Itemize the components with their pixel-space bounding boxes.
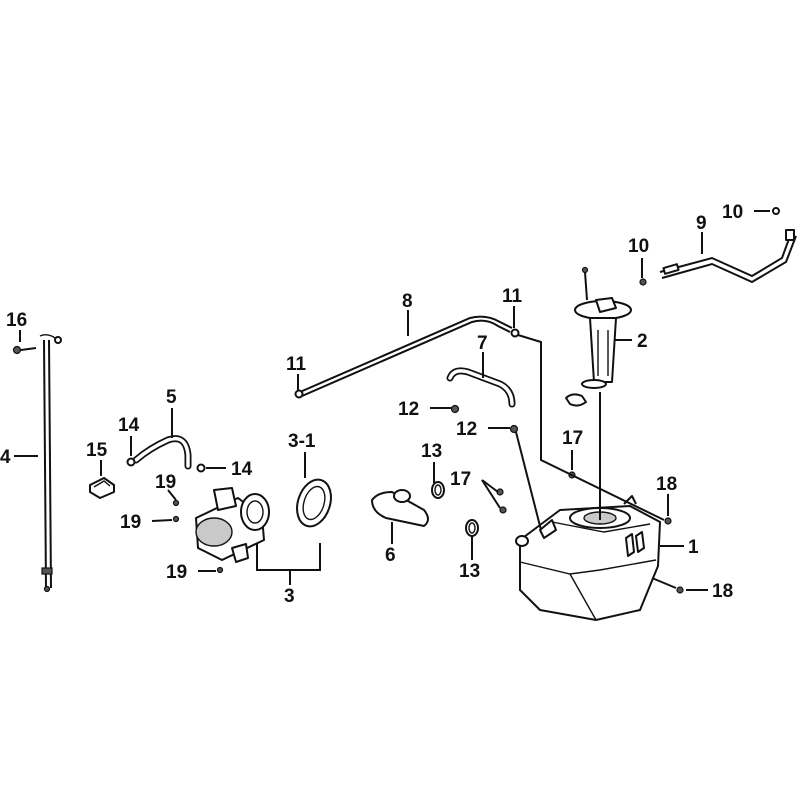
part-15-bracket: [89, 477, 115, 499]
callout-8: 8: [402, 291, 413, 312]
callout-10-right: 10: [722, 202, 743, 223]
leader-lines: [14, 210, 770, 591]
callout-16: 16: [6, 310, 27, 331]
callout-15: 15: [86, 440, 108, 461]
callout-5: 5: [166, 387, 177, 408]
callout-11-top: 11: [502, 286, 523, 307]
part-1-fuel-tank: [515, 495, 661, 621]
part-9-fuel-line: [659, 229, 797, 284]
callout-12-lower: 12: [456, 419, 477, 440]
callout-4: 4: [0, 447, 11, 468]
callout-19-bottom: 19: [166, 562, 187, 583]
part-2-fuel-sender: [565, 266, 632, 407]
part-3-bracket-line: [256, 543, 321, 571]
callout-18-upper: 18: [656, 474, 677, 495]
callout-18-lower: 18: [712, 581, 733, 602]
callout-19-mid: 19: [120, 512, 141, 533]
callout-19-top: 19: [155, 472, 176, 493]
part-18-bolts: [664, 517, 684, 594]
part-6-hose: [371, 489, 429, 527]
part-12-clips: [450, 404, 519, 434]
callout-3: 3: [284, 586, 295, 607]
callout-13-upper: 13: [421, 441, 442, 462]
callout-13-lower: 13: [459, 561, 480, 582]
part-7-tube: [446, 367, 516, 408]
part-3-fuel-pump: [172, 487, 270, 574]
callout-7: 7: [477, 333, 488, 354]
callout-17-right: 17: [562, 428, 583, 449]
part-5-pipe: [132, 435, 192, 470]
part-8-pipe: [294, 315, 513, 399]
callout-9: 9: [696, 213, 707, 234]
part-10-clips: [639, 207, 780, 286]
part-3-1-gasket: [296, 478, 332, 528]
callout-14-lower: 14: [231, 459, 253, 480]
part-11-clip: [510, 328, 520, 338]
callout-1: 1: [688, 537, 699, 558]
part-14-clips: [126, 457, 206, 473]
part-16-screw: [12, 345, 37, 355]
callout-3-1: 3-1: [288, 431, 316, 452]
callout-14-upper: 14: [118, 415, 140, 436]
callout-10-mid: 10: [628, 236, 649, 257]
part-4-cable: [39, 333, 62, 593]
part-13-clamps: [431, 481, 479, 537]
callout-labels: 1 2 3 3-1 4 5 6 7 8 9 10 10 11 11 12 12 …: [0, 202, 743, 607]
callout-12-upper: 12: [398, 399, 419, 420]
callout-2: 2: [637, 331, 648, 352]
callout-6: 6: [385, 545, 396, 566]
callout-11-left: 11: [286, 354, 307, 375]
callout-17-lower: 17: [450, 469, 471, 490]
